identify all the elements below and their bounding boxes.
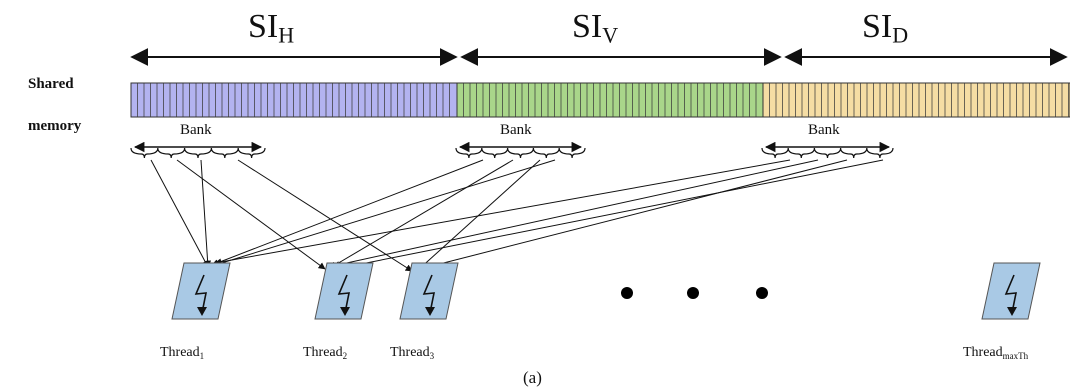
thread-lightning-icon <box>981 262 1041 320</box>
ellipsis-dot <box>621 287 633 299</box>
bank-label-2: Bank <box>500 122 532 138</box>
thread-label-max: ThreadmaxTh <box>963 345 1029 362</box>
connection-arrow <box>237 159 413 272</box>
thread-body <box>399 262 459 320</box>
memory-segment <box>762 82 1070 118</box>
ellipsis-dots-icon <box>621 287 768 299</box>
lightning-bolt <box>337 274 350 314</box>
bank-braces <box>130 141 894 159</box>
shared-memory-label-line2: memory <box>28 118 82 134</box>
segment-label-v: SIV <box>572 8 619 48</box>
lightning-tip <box>1007 307 1017 316</box>
thread-label-2: Thread2 <box>303 345 348 362</box>
connection-arrow <box>211 159 484 266</box>
shared-memory-bar <box>130 82 1070 118</box>
thread-lightning-icon <box>314 262 374 320</box>
thread-lightning-icon <box>399 262 459 320</box>
thread-body <box>981 262 1041 320</box>
memory-stripes <box>463 83 757 117</box>
thread-body <box>171 262 231 320</box>
bank-brace-curl <box>761 147 894 159</box>
connection-arrow <box>419 159 848 271</box>
connection-arrow <box>335 159 884 272</box>
thread-icons <box>171 262 1041 320</box>
bank-brace-curl <box>455 147 586 159</box>
thread-connection-arrows <box>150 159 884 272</box>
lightning-bolt <box>422 274 435 314</box>
connection-arrow <box>150 159 209 268</box>
lightning-bolt <box>194 274 207 314</box>
lightning-tip <box>197 307 207 316</box>
thread-lightning-icon <box>171 262 231 320</box>
lightning-tip <box>425 307 435 316</box>
connection-arrow <box>329 159 514 269</box>
memory-stripes <box>137 83 450 117</box>
thread-body <box>314 262 374 320</box>
ellipsis-dot <box>756 287 768 299</box>
connection-arrow <box>176 159 326 270</box>
bank-label-3: Bank <box>808 122 840 138</box>
thread-label-3: Thread3 <box>390 345 435 362</box>
memory-stripes <box>769 83 1069 117</box>
lightning-bolt <box>1004 274 1017 314</box>
lightning-tip <box>340 307 350 316</box>
segment-label-d: SID <box>862 8 909 48</box>
connection-arrow <box>214 159 791 266</box>
connection-arrow <box>417 159 541 271</box>
connection-arrow <box>200 159 212 268</box>
figure-caption: (a) <box>523 368 542 387</box>
bank-label-1: Bank <box>180 122 212 138</box>
thread-label-1: Thread1 <box>160 345 205 362</box>
bank-brace-curl <box>130 147 266 159</box>
segment-label-h: SIH <box>248 8 295 48</box>
connection-arrow <box>332 159 819 269</box>
ellipsis-dot <box>687 287 699 299</box>
connection-arrow <box>211 159 556 268</box>
shared-memory-label-line1: Shared <box>28 76 74 92</box>
